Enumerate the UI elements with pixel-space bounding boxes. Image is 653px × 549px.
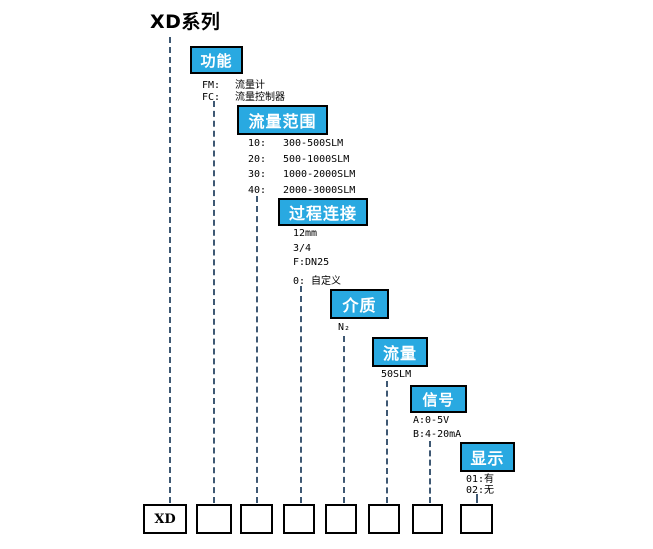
field-label-box-flow: 流量 [372, 337, 428, 367]
leader-line-function [213, 101, 215, 503]
option-code: 50SLM [381, 369, 412, 380]
option-row: N₂ [338, 322, 350, 334]
leader-line-medium [343, 336, 345, 503]
field-label-box-flow-range: 流量范围 [237, 105, 328, 135]
code-box-5 [325, 504, 357, 534]
leader-line-base [169, 37, 171, 503]
leader-line-flow-range [256, 196, 258, 503]
code-box-4 [283, 504, 315, 534]
leader-line-display [476, 494, 478, 503]
code-box-8 [460, 504, 493, 534]
option-row: 40: 2000-3000SLM [248, 185, 355, 201]
option-row: 0: 自定义 [293, 272, 341, 287]
field-label-medium: 介质 [342, 296, 377, 315]
option-code: FC: [202, 92, 221, 103]
field-label-display: 显示 [470, 449, 505, 468]
option-row: B:4-20mA [413, 429, 461, 443]
field-label-box-process-connection: 过程连接 [278, 198, 368, 226]
option-code: F:DN25 [293, 257, 330, 268]
option-code: FM: [202, 80, 221, 91]
option-code: 0: 自定义 [293, 275, 342, 287]
field-label-flow: 流量 [382, 344, 417, 363]
field-label-process-connection: 过程连接 [288, 204, 357, 223]
field-label-function: 功能 [200, 51, 233, 70]
code-box-7 [412, 504, 443, 534]
option-row: 50SLM [381, 369, 411, 381]
option-code: 20: [248, 153, 267, 165]
option-code: 12mm [293, 228, 318, 239]
option-row: FC: 流量控制器 [202, 88, 285, 103]
option-code: 01:有 [466, 474, 495, 485]
field-options-function: FM: 流量计 FC: 流量控制器 [202, 76, 285, 103]
option-desc: 2000-3000SLM [283, 184, 356, 196]
field-label-box-signal: 信号 [410, 385, 467, 413]
leader-line-flow [386, 381, 388, 503]
option-desc: 500-1000SLM [283, 153, 350, 165]
field-label-signal: 信号 [422, 390, 455, 409]
code-box-3 [240, 504, 273, 534]
option-code: N₂ [338, 322, 351, 333]
option-row: 20: 500-1000SLM [248, 154, 355, 170]
option-code: 40: [248, 184, 267, 196]
option-row: 12mm [293, 228, 341, 243]
option-code: 02:无 [466, 485, 495, 496]
field-label-flow-range: 流量范围 [248, 112, 317, 131]
option-row: 30: 1000-2000SLM [248, 169, 355, 185]
field-options-medium: N₂ [338, 322, 350, 334]
field-label-box-display: 显示 [460, 442, 515, 472]
code-box-6 [368, 504, 400, 534]
option-code: 10: [248, 138, 267, 149]
option-desc: 流量控制器 [235, 92, 285, 103]
field-options-flow: 50SLM [381, 369, 411, 381]
field-options-signal: A:0-5V B:4-20mA [413, 415, 461, 443]
option-row: F:DN25 [293, 257, 341, 272]
field-options-flow-range: 10: 300-500SLM 20: 500-1000SLM 30: 1000-2000S… [248, 138, 355, 200]
option-code: 30: [248, 169, 267, 180]
option-code: B:4-20mA [413, 429, 462, 440]
option-row: A:0-5V [413, 415, 461, 429]
field-label-box-medium: 介质 [330, 289, 389, 319]
option-code: A:0-5V [413, 415, 450, 426]
series-title: XD系列 [150, 11, 221, 33]
option-row: 10: 300-500SLM [248, 138, 355, 154]
option-code: 3/4 [293, 242, 312, 254]
leader-line-signal [429, 441, 431, 503]
option-desc: 1000-2000SLM [283, 169, 356, 180]
code-box-base: XD [143, 504, 187, 534]
option-row: FM: 流量计 [202, 76, 285, 91]
option-desc: 300-500SLM [283, 138, 344, 149]
leader-line-process-connection [300, 286, 302, 503]
code-box-2 [196, 504, 232, 534]
field-label-box-function: 功能 [190, 46, 243, 74]
code-box-text: XD [154, 511, 176, 527]
option-row: 3/4 [293, 243, 341, 258]
option-row: 02:无 [466, 481, 494, 496]
option-row: 01:有 [466, 470, 494, 485]
option-desc: 流量计 [235, 80, 265, 91]
